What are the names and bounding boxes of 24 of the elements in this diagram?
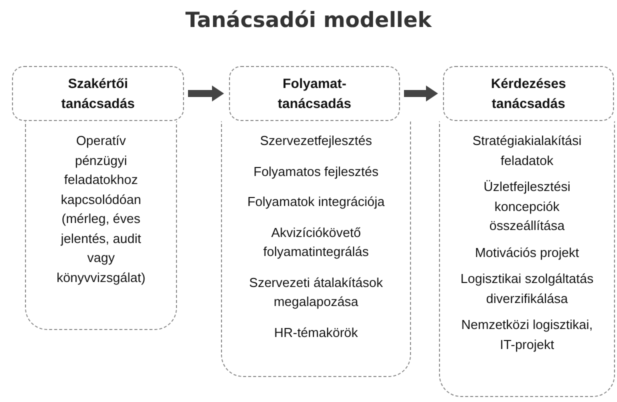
- content-box: [221, 121, 411, 377]
- list-item: Nemzetközi logisztikai, IT-projekt: [460, 316, 594, 354]
- list-item: Operatív pénzügyi feladatokhoz kapcsolódóan (mérleg, éves jelentés, audit vagy könyvvizsgálat): [56, 132, 146, 287]
- list-item: Stratégiakialakítási feladatok: [471, 132, 583, 170]
- content-box: [25, 121, 177, 330]
- list-item: Logisztikai szolgáltatás diverzifikálása: [460, 270, 594, 308]
- heading-text: Kérdezéses tanácsadás: [490, 74, 568, 112]
- heading-box: [443, 66, 614, 121]
- diagram-title: Tanácsadói modellek: [184, 8, 433, 32]
- list-item: HR-témakörök: [274, 324, 358, 342]
- heading-box: [229, 66, 400, 121]
- list-item: Akvizíciókövető folyamatintegrálás: [262, 224, 370, 261]
- list-item: Motivációs projekt: [474, 244, 580, 262]
- block-arrow: [188, 86, 224, 102]
- content-box: [439, 121, 615, 397]
- list-item: Szervezeti átalakítások megalapozása: [248, 274, 384, 311]
- list-item: Üzletfejlesztési koncepciók összeállítása: [482, 178, 572, 235]
- list-item: Folyamatok integrációja: [247, 193, 385, 211]
- heading-text: Folyamat-tanácsadás: [276, 74, 352, 112]
- list-item: Folyamatos fejlesztés: [254, 162, 378, 181]
- heading-text: Szakértői tanácsadás: [60, 74, 136, 112]
- block-arrow: [404, 86, 438, 102]
- heading-box: [12, 66, 184, 121]
- list-item: Szervezetfejlesztés: [260, 132, 372, 150]
